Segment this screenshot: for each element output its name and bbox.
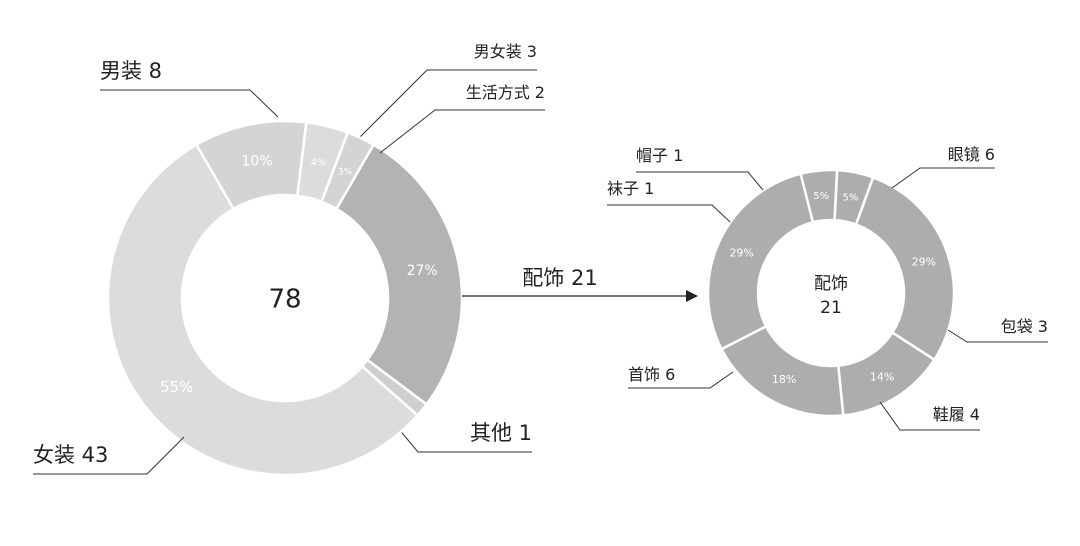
donut-slice-accessories-3: [706, 172, 815, 351]
leader-line: [100, 89, 279, 118]
category-label: 帽子 1: [636, 146, 683, 165]
main-donut: 27% 其他 1 55% 女装 43 10% 男装 8 4% 男女装 3 3% 生活方式 2 78: [33, 42, 545, 477]
category-label: 包袋 3: [1001, 317, 1048, 336]
leader-line: [628, 371, 734, 389]
accessories-donut: 29% 眼镜 6 14% 包袋 3 18% 鞋履 4 29% 首饰 6 5% 袜子 1 5% 帽子 1…: [607, 145, 1048, 431]
donut-slice-accessories-5: [833, 168, 875, 227]
percent-label: 55%: [160, 378, 193, 396]
donut-slice-main-0: [334, 143, 464, 407]
leader-line: [379, 109, 545, 154]
leader-line: [607, 204, 731, 223]
percent-label: 29%: [912, 256, 936, 269]
center-label: 78: [268, 284, 301, 314]
category-label: 男装 8: [100, 59, 162, 83]
percent-label: 4%: [311, 158, 327, 169]
percent-label: 29%: [729, 247, 753, 260]
leader-line: [636, 171, 764, 191]
center-label-line2: 21: [820, 298, 842, 318]
percent-label: 18%: [772, 373, 796, 386]
arrow-head: [686, 290, 698, 302]
connector-arrow: 配饰 21: [462, 266, 698, 302]
percent-label: 5%: [842, 192, 858, 203]
category-label: 生活方式 2: [466, 83, 545, 102]
percent-label: 27%: [407, 263, 438, 279]
leader-line: [879, 401, 980, 431]
category-label: 眼镜 6: [948, 145, 995, 164]
category-label: 女装 43: [33, 443, 108, 467]
leader-line: [891, 167, 995, 189]
arrow-label: 配饰 21: [522, 266, 597, 290]
category-label: 袜子 1: [607, 179, 654, 198]
percent-label: 3%: [338, 168, 353, 178]
donut-slice-main-5: [319, 130, 376, 211]
donut-slice-main-2: [106, 143, 420, 477]
percent-label: 14%: [870, 370, 894, 383]
percent-label: 5%: [813, 191, 829, 202]
category-label: 男女装 3: [474, 42, 537, 61]
percent-label: 10%: [241, 154, 272, 170]
leader-line: [359, 69, 537, 138]
donut-slice-accessories-0: [854, 175, 956, 362]
leader-line: [397, 427, 532, 453]
leader-line: [947, 329, 1048, 343]
center-label-line1: 配饰: [814, 274, 848, 294]
category-label: 首饰 6: [628, 365, 675, 384]
leader-line: [33, 436, 185, 475]
category-label: 其他 1: [470, 421, 532, 445]
category-label: 鞋履 4: [933, 405, 980, 424]
